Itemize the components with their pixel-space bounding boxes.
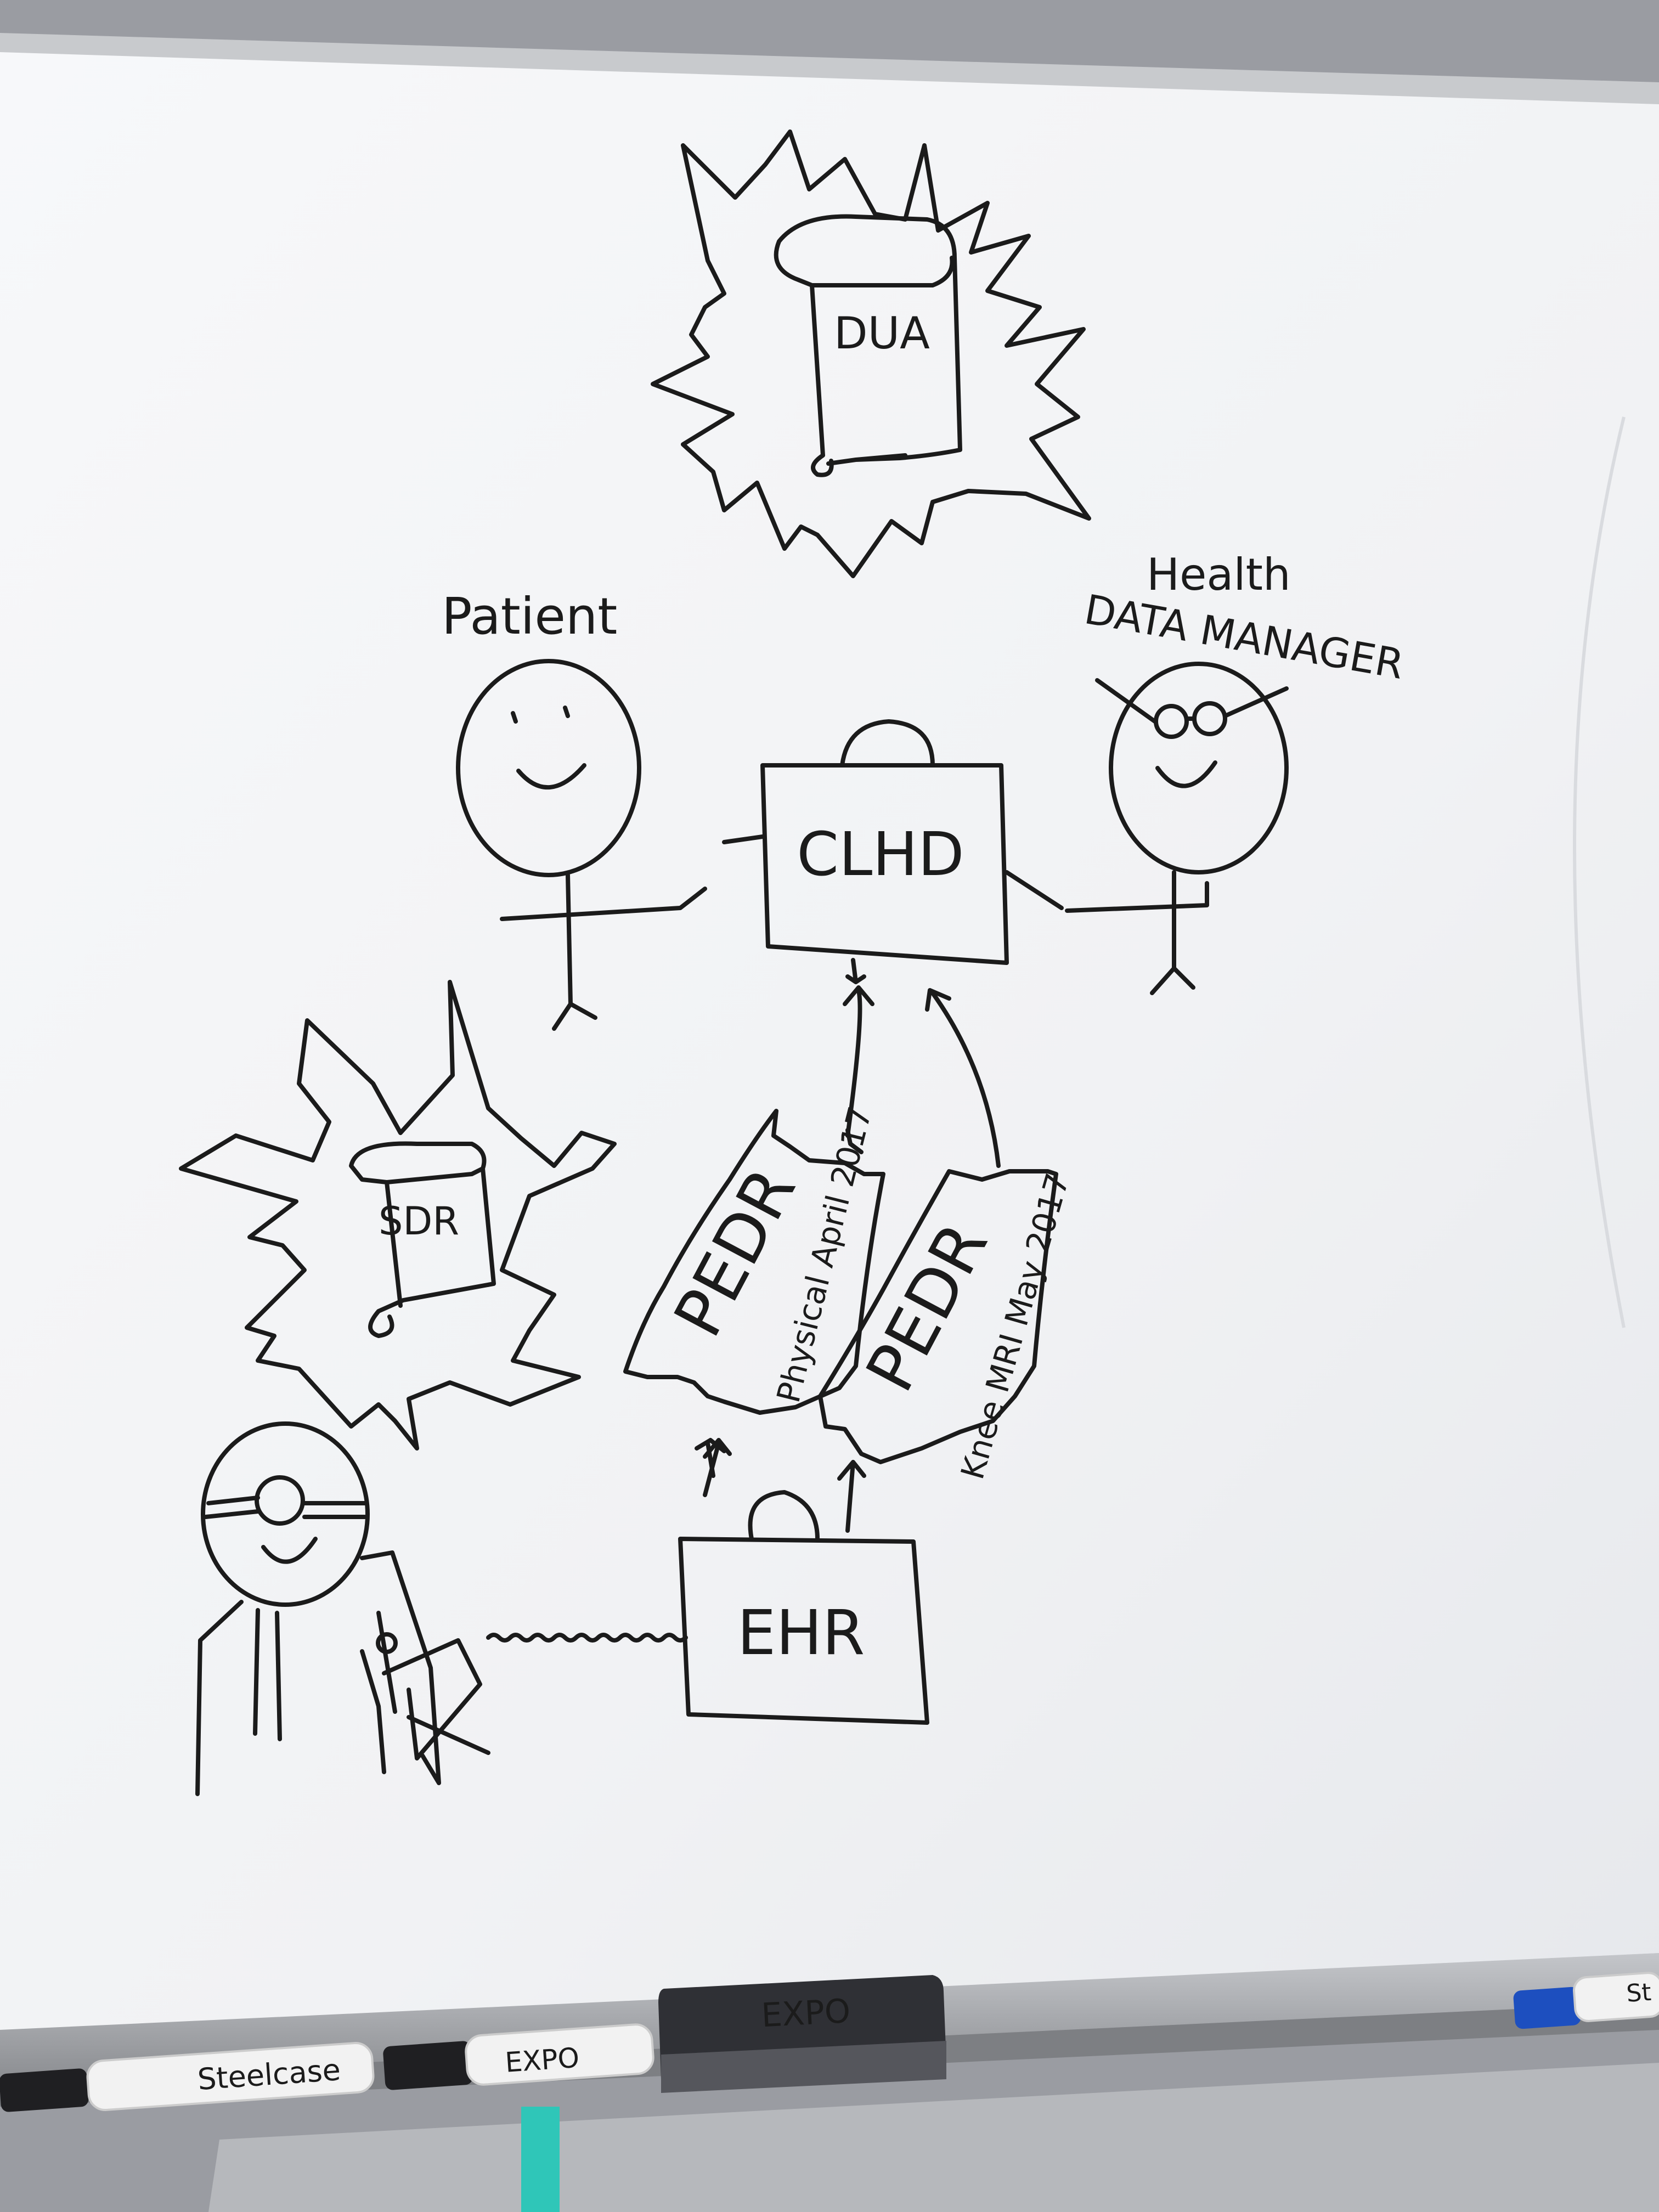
glare — [1573, 416, 1626, 1328]
arrow-pedr2-to-clhd — [925, 988, 1001, 1168]
eraser: EXPO — [658, 1975, 946, 2093]
arrow-ehr-to-pedr2 — [837, 1460, 866, 1533]
marker-black-2[interactable]: EXPO — [382, 2023, 654, 2090]
patient-figure — [456, 659, 707, 1031]
pedr-ticket-2 — [818, 1169, 1058, 1464]
marker-black-1[interactable]: Steelcase — [0, 2041, 375, 2113]
sdr-scroll — [349, 1141, 496, 1338]
marker-blue[interactable]: St — [1513, 1972, 1659, 2030]
manager-label-line1: Health — [1147, 549, 1291, 600]
ehr-bag — [678, 1490, 929, 1725]
clhd-label: CLHD — [797, 819, 964, 889]
clhd-bag — [722, 719, 1064, 984]
marker-brand: EXPO — [504, 2042, 580, 2079]
manager-figure — [1065, 662, 1289, 995]
desk — [208, 2063, 1659, 2212]
doctor-figure — [195, 1421, 490, 1796]
sdr-burst — [179, 980, 617, 1451]
dua-label: DUA — [834, 308, 930, 359]
dua-scroll — [774, 214, 962, 477]
arrow-ehr-to-pedr1 — [703, 1438, 732, 1497]
arrow-pedr1-to-clhd — [843, 985, 874, 1138]
connection-squiggle — [486, 1633, 688, 1643]
ehr-label: EHR — [737, 1598, 865, 1669]
teal-tab — [521, 2107, 560, 2212]
sdr-label: SDR — [379, 1199, 459, 1244]
board-surface — [0, 52, 1659, 2033]
eraser-brand: EXPO — [760, 1992, 851, 2035]
patient-label: Patient — [442, 587, 617, 646]
marker-tab-label: St — [1626, 1978, 1652, 2008]
